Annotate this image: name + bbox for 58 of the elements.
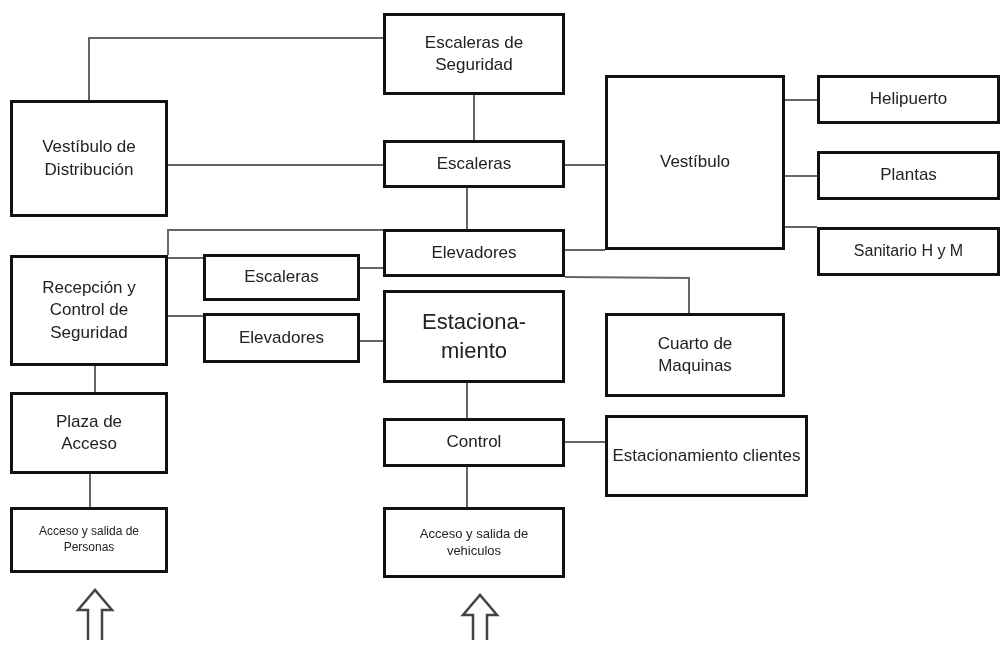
connector-line — [564, 276, 690, 314]
connector-line — [167, 315, 204, 317]
process-box — [10, 507, 168, 573]
box-label: Elevadores — [431, 241, 517, 264]
process-box — [383, 507, 565, 578]
box-label: Elevadores — [238, 326, 325, 349]
box-label: Plantas — [880, 164, 937, 187]
connector-line — [564, 249, 606, 251]
process-box — [605, 415, 808, 497]
box-label: Escaleras — [244, 266, 319, 289]
connector-line — [89, 473, 91, 508]
box-label: Sanitario H y M — [853, 241, 964, 262]
connector-line — [784, 99, 818, 101]
process-box — [605, 75, 785, 250]
box-label: Estaciona- miento — [421, 307, 527, 365]
box-label: Acceso y salida de vehiculos — [418, 525, 530, 560]
box-label: Recepción y Control de Seguridad — [41, 277, 137, 344]
box-label: Acceso y salida de Personas — [37, 524, 141, 556]
process-box — [383, 140, 565, 188]
box-label: Cuarto de Maquinas — [656, 332, 734, 377]
connector-line — [466, 187, 468, 230]
process-box — [605, 313, 785, 397]
connector-line — [167, 164, 384, 166]
process-box — [10, 100, 168, 217]
box-label: Escaleras de Seguridad — [423, 31, 525, 76]
box-label: Escaleras — [436, 152, 512, 175]
entrance-arrow — [75, 588, 115, 642]
process-box — [817, 227, 1000, 276]
process-box — [10, 255, 168, 366]
box-label: Vestíbulo — [660, 151, 730, 174]
box-label: Estacionamiento clientes — [612, 444, 801, 467]
connector-line — [466, 382, 468, 419]
connector-line — [564, 164, 606, 166]
connector-line — [359, 267, 384, 269]
process-box — [383, 229, 565, 277]
process-box — [817, 151, 1000, 200]
process-box — [203, 254, 360, 301]
connector-line — [784, 226, 818, 228]
box-label: Control — [446, 431, 502, 454]
process-box — [817, 75, 1000, 124]
connector-line — [466, 466, 468, 508]
box-label: Plaza de Acceso — [54, 410, 124, 455]
connector-line — [167, 257, 204, 259]
process-box — [10, 392, 168, 474]
connector-line — [359, 340, 384, 342]
connector-line — [473, 94, 475, 141]
process-box — [383, 418, 565, 467]
connector-line — [167, 229, 384, 256]
connector-line — [784, 175, 818, 177]
box-label: Vestíbulo de Distribución — [41, 136, 137, 181]
box-label: Helipuerto — [869, 88, 948, 111]
connector-line — [88, 37, 384, 101]
connector-line — [564, 441, 606, 443]
process-box — [383, 13, 565, 95]
entrance-arrow — [460, 593, 500, 642]
process-box — [383, 290, 565, 383]
connector-line — [94, 365, 96, 393]
process-box — [203, 313, 360, 363]
